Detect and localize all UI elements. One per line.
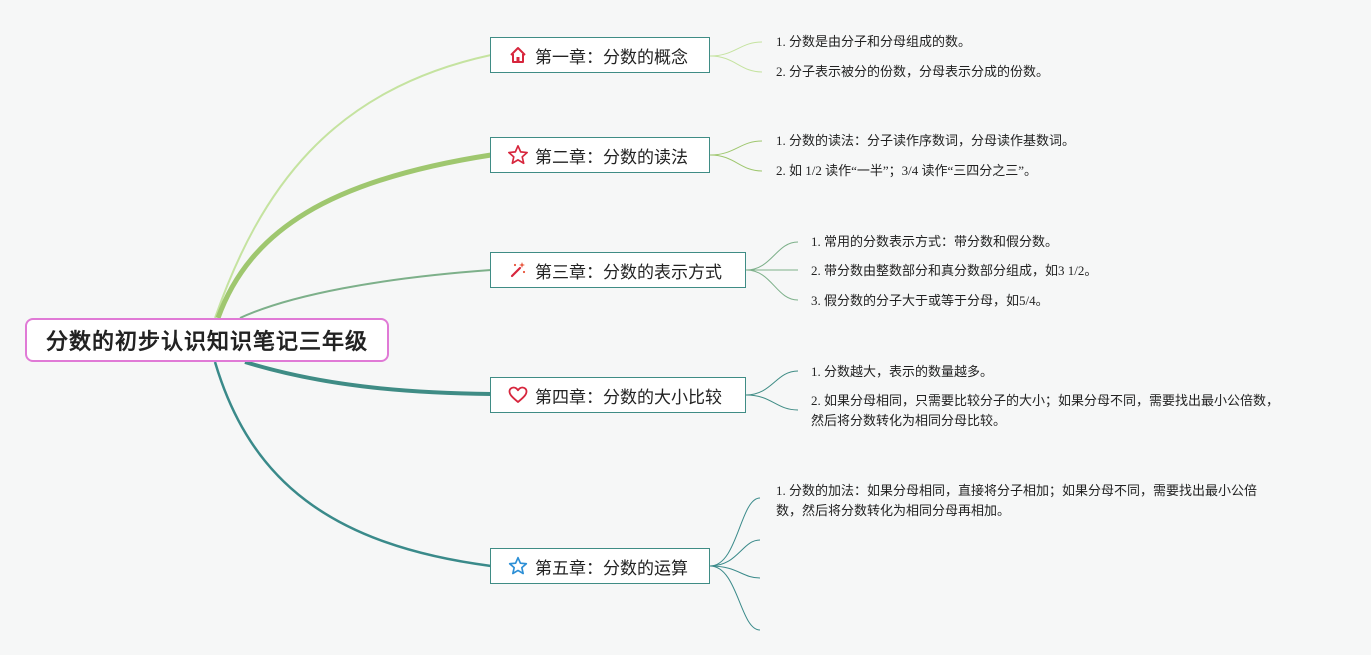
chapter-1-note-2: 2. 分子表示被分的份数，分母表示分成的份数。	[776, 64, 1050, 79]
branch-chapter-3	[239, 269, 492, 319]
chapter-2-node[interactable]: 第二章：分数的读法	[490, 137, 710, 173]
star-outline-icon	[507, 144, 529, 166]
chapter-3-note-3: 3. 假分数的分子大于或等于分母，如5/4。	[811, 293, 1049, 308]
chapter-4-note-2: 2. 如果分母相同，只需要比较分子的大小；如果分母不同，需要找出最小公倍数，然后…	[811, 393, 1280, 428]
root-topic-label: 分数的初步认识知识笔记三年级	[45, 330, 368, 355]
leaf-connector	[709, 497, 761, 567]
leaf-connector	[745, 370, 799, 396]
leaf-connector	[745, 269, 799, 301]
chapter-1-label: 第一章：分数的概念	[535, 47, 688, 68]
chapter-5-note-1: 1. 分数的加法：如果分母相同，直接将分子相加；如果分母不同，需要找出最小公倍数…	[776, 483, 1258, 518]
leaf-connector	[709, 140, 763, 156]
chapter-2-label: 第二章：分数的读法	[535, 147, 688, 168]
leaf-connector	[745, 394, 799, 411]
branch-chapter-4	[244, 360, 492, 396]
star-blue-icon	[507, 555, 529, 577]
house-icon	[507, 44, 529, 66]
chapter-4-node[interactable]: 第四章：分数的大小比较	[490, 377, 746, 413]
chapter-2-note-2: 2. 如 1/2 读作“一半”；3/4 读作“三四分之三”。	[776, 163, 1038, 178]
chapter-2-note-1: 1. 分数的读法：分子读作序数词，分母读作基数词。	[776, 133, 1076, 148]
chapter-4-note-1: 1. 分数越大，表示的数量越多。	[811, 364, 994, 379]
leaf-connector	[709, 539, 761, 567]
chapter-5-label: 第五章：分数的运算	[535, 558, 688, 579]
chapter-3-note-2: 2. 带分数由整数部分和真分数部分组成，如3 1/2。	[811, 263, 1098, 278]
chapter-4-label: 第四章：分数的大小比较	[535, 387, 722, 408]
root-topic[interactable]: 分数的初步认识知识笔记三年级	[25, 318, 389, 362]
leaf-connector	[745, 241, 799, 271]
leaf-connector	[709, 55, 763, 73]
branch-chapter-2	[215, 152, 492, 319]
chapter-3-note-1: 1. 常用的分数表示方式：带分数和假分数。	[811, 234, 1059, 249]
leaf-connector	[709, 41, 763, 57]
chapter-3-node[interactable]: 第三章：分数的表示方式	[490, 252, 746, 288]
leaf-connector	[709, 565, 761, 631]
heart-icon	[507, 384, 529, 406]
leaf-connector	[709, 565, 761, 579]
chapter-1-node[interactable]: 第一章：分数的概念	[490, 37, 710, 73]
chapter-1-note-1: 1. 分数是由分子和分母组成的数。	[776, 34, 972, 49]
chapter-5-node[interactable]: 第五章：分数的运算	[490, 548, 710, 584]
branch-chapter-5	[213, 361, 492, 568]
leaf-connector	[709, 154, 763, 172]
magic-wand-icon	[507, 259, 529, 281]
chapter-3-label: 第三章：分数的表示方式	[535, 262, 722, 283]
branch-chapter-1	[214, 54, 492, 319]
